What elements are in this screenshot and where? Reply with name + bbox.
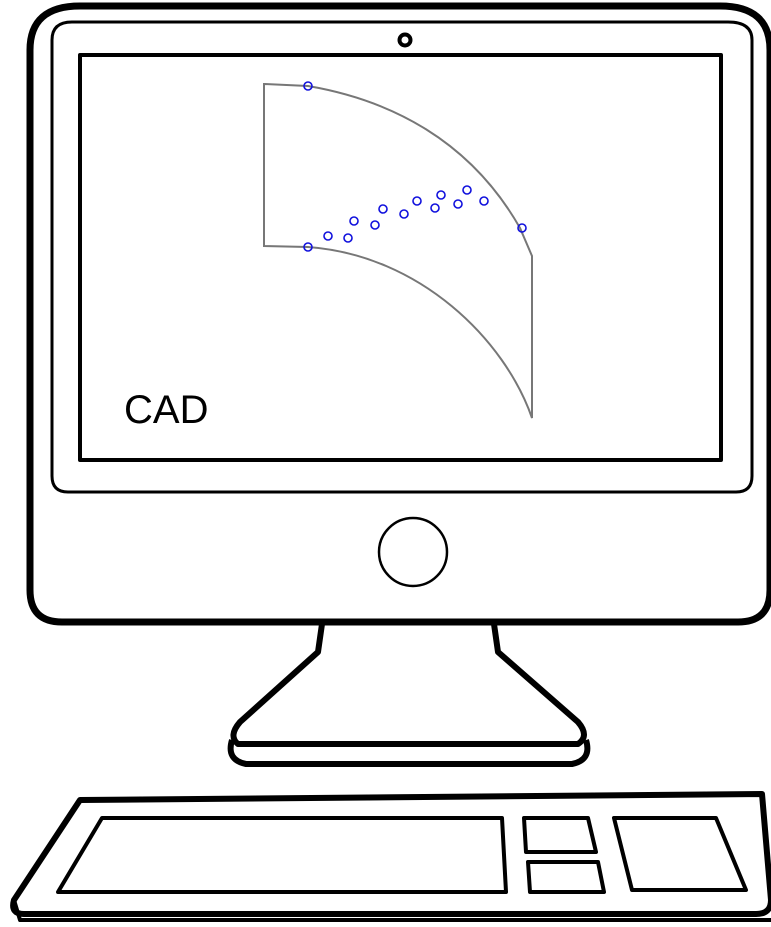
monitor xyxy=(26,2,771,626)
stand-neck xyxy=(230,623,587,747)
keyboard xyxy=(10,791,771,922)
screen xyxy=(78,53,723,462)
cad-point-marker xyxy=(430,203,440,213)
cad-point-markers xyxy=(303,81,527,252)
cad-point-marker xyxy=(349,216,359,226)
keyboard-numpad[interactable] xyxy=(612,816,748,892)
cad-point-marker xyxy=(303,81,313,91)
power-button-icon[interactable] xyxy=(377,516,449,588)
webcam-icon xyxy=(397,32,413,48)
cad-point-marker xyxy=(462,185,472,195)
keyboard-arrow-key-up[interactable] xyxy=(522,816,598,854)
monitor-stand xyxy=(227,623,591,767)
keyboard-main-keys[interactable] xyxy=(56,816,508,894)
keyboard-arrow-key-down[interactable] xyxy=(526,860,606,894)
cad-point-marker xyxy=(378,204,388,214)
cad-point-marker xyxy=(303,242,313,252)
cad-point-marker xyxy=(323,231,333,241)
stand-base xyxy=(227,739,591,767)
cad-label: CAD xyxy=(124,388,208,432)
cad-point-marker xyxy=(343,233,353,243)
monitor-outer-shell xyxy=(26,2,771,626)
keyboard-front-edge xyxy=(12,899,771,922)
cad-point-marker xyxy=(399,209,409,219)
cad-point-marker xyxy=(517,223,527,233)
cad-point-marker xyxy=(436,190,446,200)
cad-point-marker xyxy=(412,196,422,206)
monitor-inner-bezel xyxy=(50,20,754,494)
cad-point-marker xyxy=(479,196,489,206)
cad-blade-outline xyxy=(263,83,533,419)
cad-point-marker xyxy=(370,220,380,230)
keyboard-body xyxy=(10,791,771,917)
cad-point-marker xyxy=(453,199,463,209)
cad-drawing xyxy=(263,81,533,419)
